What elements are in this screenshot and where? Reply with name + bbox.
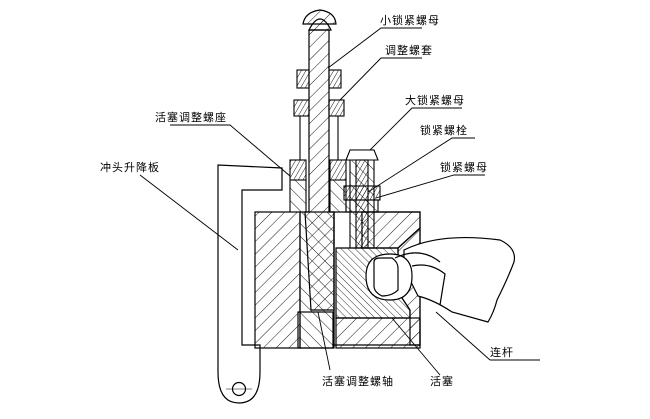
label-punch-lift-plate: 冲头升降板 [100, 160, 160, 174]
label-piston-adjust-seat: 活塞调整螺座 [155, 110, 227, 124]
labels: 小锁紧螺母 调整螺套 大锁紧螺母 锁紧螺栓 锁紧螺母 活塞调整螺座 冲头升降板 … [100, 13, 514, 388]
adjust-sleeve [293, 99, 345, 160]
label-lock-bolt: 锁紧螺栓 [420, 123, 468, 137]
label-large-lock-nut: 大锁紧螺母 [405, 93, 465, 107]
label-small-lock-nut: 小锁紧螺母 [380, 13, 440, 27]
label-connecting-rod: 连杆 [490, 345, 514, 359]
lock-bolt-assembly [343, 149, 381, 249]
label-piston-adjust-shaft: 活塞调整螺轴 [322, 374, 394, 388]
label-lock-nut: 锁紧螺母 [440, 160, 488, 174]
adjust-screw-shaft [302, 9, 337, 311]
leader-lines [139, 27, 540, 376]
body-block [254, 211, 421, 349]
piston-adjust-seat [289, 159, 347, 213]
small-lock-nut [296, 69, 342, 89]
label-piston: 活塞 [430, 374, 454, 388]
connecting-rod [365, 236, 516, 323]
punch-lift-plate [217, 164, 283, 404]
label-adjust-sleeve: 调整螺套 [385, 43, 433, 57]
